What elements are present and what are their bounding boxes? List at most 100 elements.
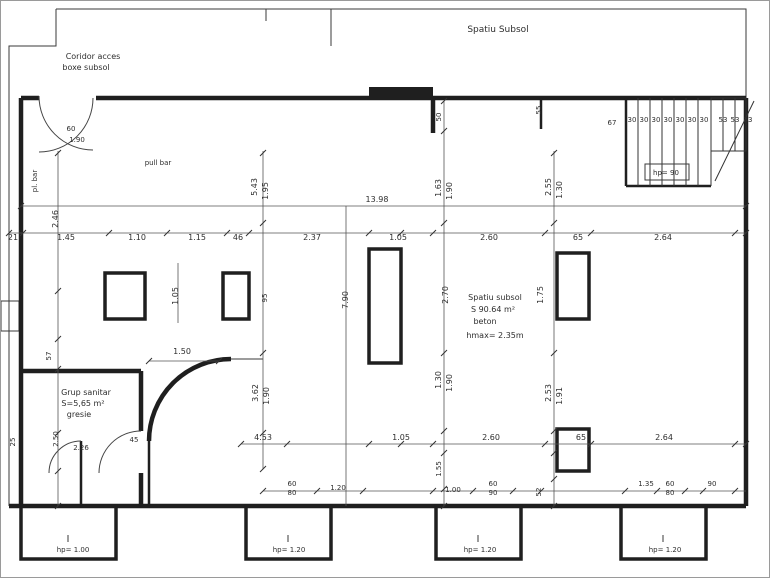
- dimension-label: 2.53: [544, 384, 553, 402]
- dimension-label: 21: [8, 233, 18, 242]
- dimension-label: 1.95: [261, 182, 270, 200]
- dimension-label: 1.90: [69, 136, 85, 144]
- dimension-label: 30: [664, 116, 673, 124]
- stair-hp-box: [644, 163, 690, 181]
- door-arc-corridor-2: [38, 95, 94, 151]
- dimension-label: 30: [628, 116, 637, 124]
- dim-ticks-h-lower: [237, 440, 750, 448]
- stair-treads: [637, 98, 712, 186]
- stair-landing-treads: [722, 98, 736, 151]
- dimension-label: 46: [233, 233, 243, 242]
- dimension-label: 1.35: [638, 480, 654, 488]
- dim-ticks-v-left: [54, 149, 62, 510]
- dimension-label: 30: [640, 116, 649, 124]
- boundary-left: [8, 9, 57, 506]
- dimension-label: 1.05: [392, 433, 410, 442]
- dimension-label: 1.05: [171, 287, 180, 305]
- sill-height-label: hp= 1.20: [273, 546, 306, 554]
- dimension-label: 2.37: [303, 233, 321, 242]
- window-bay: [619, 504, 708, 561]
- window-bay: [19, 504, 118, 561]
- door-arc-corridor-1: [38, 97, 94, 153]
- sill-height-label: hp= 1.00: [57, 546, 90, 554]
- dim-ticks-h-upper: [5, 229, 750, 237]
- doors: [38, 95, 142, 474]
- sill-height-label: hp= 1.20: [649, 546, 682, 554]
- dimension-label: 5.43: [250, 178, 259, 196]
- dimension-label: 1.30: [434, 371, 443, 389]
- dim-ticks-v-553: [550, 149, 558, 510]
- dimension-label: 80: [666, 489, 675, 497]
- bay-ticks: [67, 535, 664, 542]
- pier-right-upper: [555, 251, 591, 321]
- dimension-label: 60: [67, 125, 76, 133]
- pier-top-middle: [369, 87, 433, 100]
- window-bay: [244, 504, 333, 561]
- dimension-label: 2.64: [655, 433, 673, 442]
- dimension-label: 1.90: [445, 374, 454, 392]
- pier-central: [367, 247, 403, 365]
- dimension-label: 1.75: [536, 286, 545, 304]
- dimension-label: 65: [576, 433, 586, 442]
- dimension-label: 30: [688, 116, 697, 124]
- dimension-label: 25: [9, 438, 17, 447]
- window-bays: [19, 504, 708, 561]
- dimension-label: 80: [288, 489, 297, 497]
- dim-ticks-v-443: [440, 97, 448, 510]
- dimension-label: 1.55: [435, 461, 443, 477]
- sill-height-label: hp= 1.20: [464, 546, 497, 554]
- dimension-label: 90: [708, 480, 717, 488]
- room-label-spatiu-line1: Spatiu subsol: [468, 293, 522, 302]
- dimension-label: 95: [261, 294, 269, 303]
- dimension-lines: [5, 97, 750, 510]
- door-arc-sanitary-1: [98, 430, 142, 474]
- room-label-grup-line3: gresie: [67, 410, 92, 419]
- boundary-top: [56, 8, 747, 98]
- dimension-label: 1.05: [389, 233, 407, 242]
- stair-direction-line: [714, 100, 755, 182]
- dimension-label: 1.91: [555, 387, 564, 405]
- dim-ticks-13-98: [17, 202, 750, 210]
- dimension-label: 1.00: [445, 486, 461, 494]
- dimension-label: 13.98: [366, 195, 389, 204]
- dimension-label: 1.90: [262, 387, 271, 405]
- dimension-label: 1.10: [128, 233, 146, 242]
- dimension-label: 90: [489, 489, 498, 497]
- column: [221, 271, 251, 321]
- room-label-spatiu-line4: hmax= 2.35m: [466, 331, 524, 340]
- dimension-label: 65: [573, 233, 583, 242]
- left-niche: [1, 300, 20, 332]
- dimension-label: 2.46: [51, 210, 60, 228]
- dim-ticks-h-bottom: [259, 487, 739, 495]
- dimension-label: 55: [535, 106, 543, 115]
- dimension-label: 1.20: [330, 484, 346, 492]
- dimension-label: 33: [744, 116, 753, 124]
- dimension-label: 60: [489, 480, 498, 488]
- dimension-label: 3.62: [251, 384, 260, 402]
- wall-curved-bar: [146, 356, 232, 442]
- dimension-label: 4.53: [254, 433, 272, 442]
- columns: [103, 247, 591, 473]
- dimension-label: 57: [45, 352, 53, 361]
- room-label-spatiu-line3: beton: [473, 317, 496, 326]
- dimension-label: 1.50: [173, 347, 191, 356]
- dimension-label: 1.30: [555, 181, 564, 199]
- dimension-label: 1.15: [188, 233, 206, 242]
- stair-landing: [710, 97, 747, 152]
- dimension-label: 1.90: [445, 182, 454, 200]
- dimension-label: 53: [719, 116, 728, 124]
- dimension-label: 50: [435, 113, 443, 122]
- dimension-label: 60: [666, 480, 675, 488]
- room-label-spatiu-line2: S 90.64 m²: [471, 305, 515, 314]
- dimension-label: 1.63: [434, 179, 443, 197]
- dimension-label: 7.90: [341, 291, 350, 309]
- column: [103, 271, 147, 321]
- room-label-grup-line1: Grup sanitar: [61, 388, 112, 397]
- room-label-pl-bar: pl. bar: [31, 170, 39, 193]
- room-label-coridor-line1: Coridor acces: [66, 52, 121, 61]
- dimension-label: 30: [700, 116, 709, 124]
- room-label-pull-bar: pull bar: [145, 159, 172, 167]
